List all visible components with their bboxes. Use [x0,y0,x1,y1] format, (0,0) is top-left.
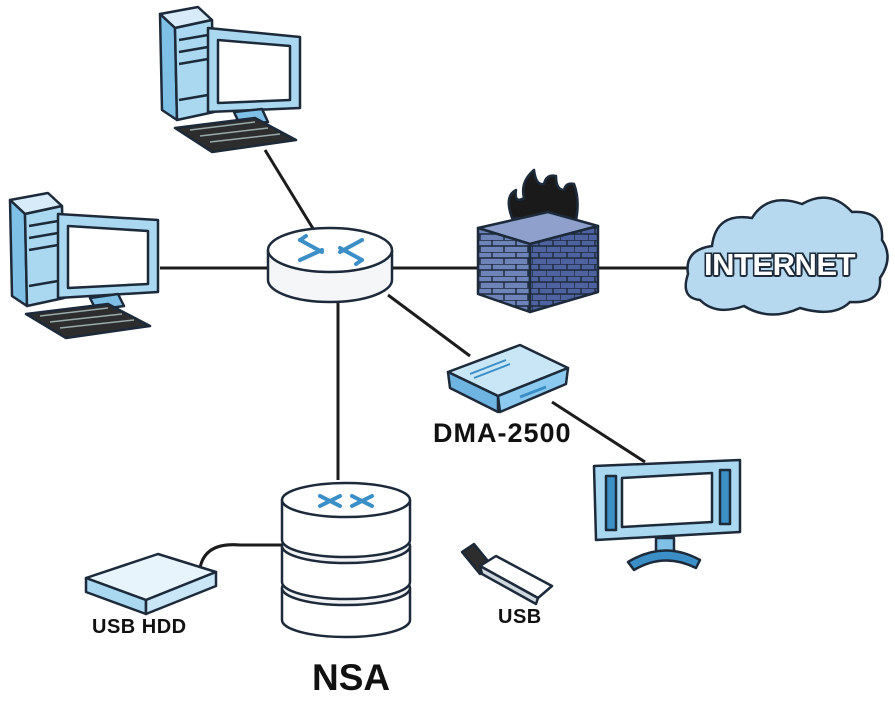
switch-icon [266,226,394,304]
usb-hdd-label: USB HDD [92,616,187,638]
dma-2500-icon [446,343,570,414]
usb-stick-icon [460,542,554,606]
pc-left-icon [8,191,160,340]
pc-top-icon [158,5,302,154]
nsa-server-icon [280,481,412,639]
usb-label: USB [498,606,542,628]
internet-cloud-icon [684,196,889,316]
link-hdd-nsa [198,543,282,569]
internet-label: INTERNET [704,247,856,282]
link-switch-pc-top [263,149,322,241]
nsa-label: NSA [312,657,391,698]
dma-2500-label: DMA-2500 [433,418,572,448]
link-dma-tv [551,400,646,464]
firewall-icon [476,168,600,314]
usb-hdd-icon [84,552,218,616]
connection-lines [160,149,693,569]
tv-icon [592,458,742,572]
fire-icon [507,168,579,222]
link-switch-dma [387,293,471,358]
